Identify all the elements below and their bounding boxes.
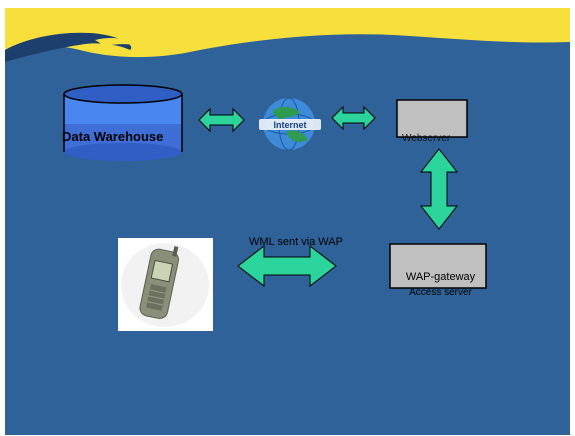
data-warehouse-label: Data Warehouse [62, 129, 164, 144]
data-warehouse-cylinder [63, 84, 183, 161]
webserver-box [396, 99, 468, 138]
wap-gateway-box [389, 243, 487, 289]
mobile-phone-picture [118, 238, 213, 331]
arrow-globe-webserver [331, 105, 376, 131]
webserver-label: Webserver [402, 133, 451, 144]
header-wave [5, 8, 570, 58]
arrow-webserver-gateway [419, 148, 459, 230]
wml-sent-via-wap-label: WML sent via WAP [249, 236, 343, 248]
wap-gateway-label: WAP-gateway [405, 271, 476, 283]
globe-icon: Internet [259, 97, 321, 151]
access-server-label: Access server [409, 287, 472, 298]
arrow-phone-gateway [237, 244, 337, 288]
mobile-phone-icon [139, 246, 180, 319]
globe-caption: Internet [273, 120, 306, 130]
slide-background [5, 8, 570, 435]
header-swirl-accent [95, 38, 140, 46]
arrow-warehouse-globe [198, 107, 245, 133]
